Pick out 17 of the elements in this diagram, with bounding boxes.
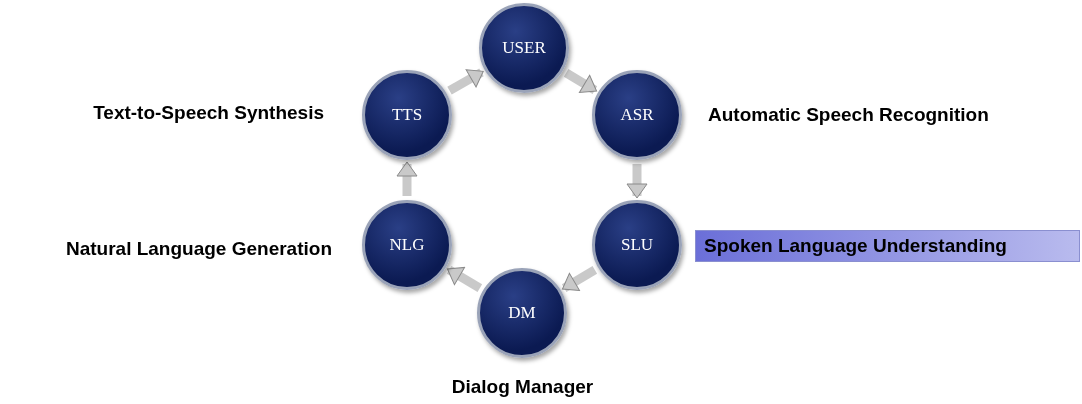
circle-label: TTS [391,104,423,127]
circle-label: NLG [389,234,425,257]
arrow [626,164,648,199]
node-label: Text-to-Speech Synthesis [92,101,325,125]
circle-label: USER [502,37,546,60]
node-label: Natural Language Generation [64,237,333,261]
arrow [446,266,483,292]
circle-label: ASR [620,104,654,127]
node-label: Automatic Speech Recognition [707,103,990,127]
circle-label: DM [508,302,536,325]
arrow [447,68,484,95]
arrow [561,266,598,292]
node-label: Dialog Manager [450,375,595,399]
arrow [396,161,418,196]
highlighted-node-label: Spoken Language Understanding [695,230,1080,262]
circle-label: SLU [620,234,654,257]
arrow [563,69,598,94]
